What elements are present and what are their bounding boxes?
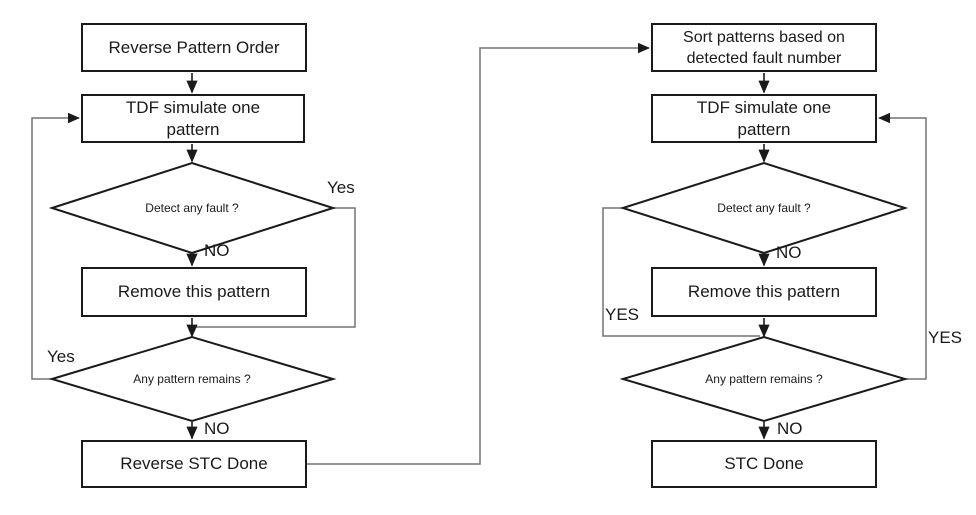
edge-reverse-done-to-sort — [307, 42, 650, 465]
label-detect-fault-yes-right: YES — [605, 305, 640, 324]
node-remove-pattern-left: Remove this pattern — [81, 267, 307, 317]
label-pattern-remains-yes-left: Yes — [47, 347, 75, 366]
edge-right-remains-yes — [878, 112, 927, 380]
label-pattern-remains-no-left: NO — [204, 419, 230, 438]
node-reverse-stc-done: Reverse STC Done — [81, 440, 307, 488]
node-tdf-simulate-left: TDF simulate one pattern — [81, 94, 305, 143]
label-pattern-remains-yes-right: YES — [928, 328, 963, 347]
decision-pattern-remains-right-label: Any pattern remains ? — [705, 372, 823, 386]
node-tdf-simulate-right: TDF simulate one pattern — [651, 94, 877, 143]
node-reverse-pattern-order: Reverse Pattern Order — [81, 23, 307, 72]
node-sort-patterns: Sort patterns based on detected fault nu… — [651, 23, 877, 72]
decision-pattern-remains-right-shape — [619, 335, 909, 423]
label-detect-fault-no-right: NO — [776, 243, 802, 262]
edge-right-fault-yes — [602, 207, 760, 337]
decision-detect-fault-left-label: Detect any fault ? — [145, 201, 239, 215]
edge-left-remains-yes — [31, 112, 80, 380]
label-detect-fault-no-left: NO — [204, 241, 230, 260]
decision-pattern-remains-left-label: Any pattern remains ? — [133, 372, 251, 386]
label-detect-fault-yes-left: Yes — [327, 178, 355, 197]
node-stc-done: STC Done — [651, 440, 877, 488]
label-pattern-remains-no-right: NO — [777, 419, 803, 438]
decision-detect-fault-left-shape — [48, 161, 337, 255]
edge-left-fault-yes — [195, 207, 356, 328]
node-remove-pattern-right: Remove this pattern — [651, 267, 877, 317]
decision-detect-fault-right-label: Detect any fault ? — [717, 201, 811, 215]
decision-detect-fault-right-shape — [619, 161, 909, 255]
decision-pattern-remains-left-shape — [48, 335, 337, 423]
